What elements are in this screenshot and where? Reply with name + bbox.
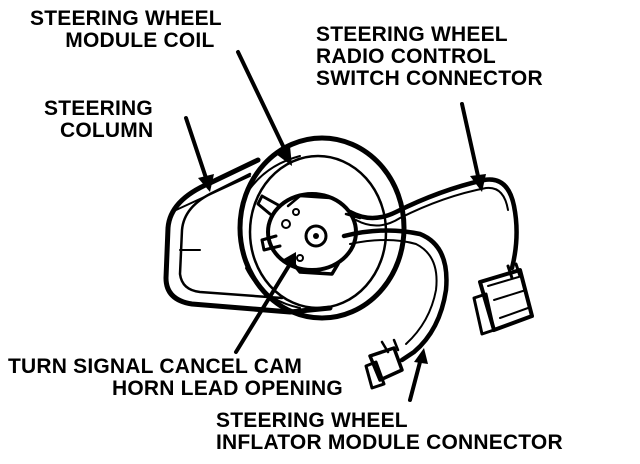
module-coil-arrowhead bbox=[276, 146, 292, 166]
module-coil-label: STEERING WHEEL MODULE COIL bbox=[30, 7, 222, 52]
steering-column-housing bbox=[163, 157, 333, 315]
leader-lines bbox=[184, 50, 480, 402]
radio-connector-label: STEERING WHEEL RADIO CONTROL SWITCH CONN… bbox=[316, 23, 543, 90]
column-leader bbox=[184, 116, 208, 180]
radio-control-wire bbox=[347, 177, 519, 271]
cancel-cam-leader bbox=[234, 262, 292, 354]
radio-connector-plug bbox=[472, 262, 534, 336]
cancel-cam-arrowhead bbox=[282, 252, 296, 268]
cancel-cam-label: TURN SIGNAL CANCEL CAM HORN LEAD OPENING bbox=[8, 355, 343, 400]
inflator-connector-label: STEERING WHEEL INFLATOR MODULE CONNECTOR bbox=[216, 409, 563, 454]
inflator-connector-plug bbox=[364, 338, 404, 390]
radio-connector-arrowhead bbox=[470, 174, 486, 192]
column-label: STEERING COLUMN bbox=[44, 97, 154, 142]
cancel-cam-hub bbox=[256, 192, 362, 276]
module-coil-leader bbox=[236, 50, 286, 150]
radio-connector-leader bbox=[460, 102, 480, 178]
column-arrowhead bbox=[198, 174, 214, 192]
inflator-connector-leader bbox=[408, 360, 422, 402]
inflator-wire bbox=[341, 228, 449, 363]
inflator-connector-arrowhead bbox=[414, 348, 428, 364]
